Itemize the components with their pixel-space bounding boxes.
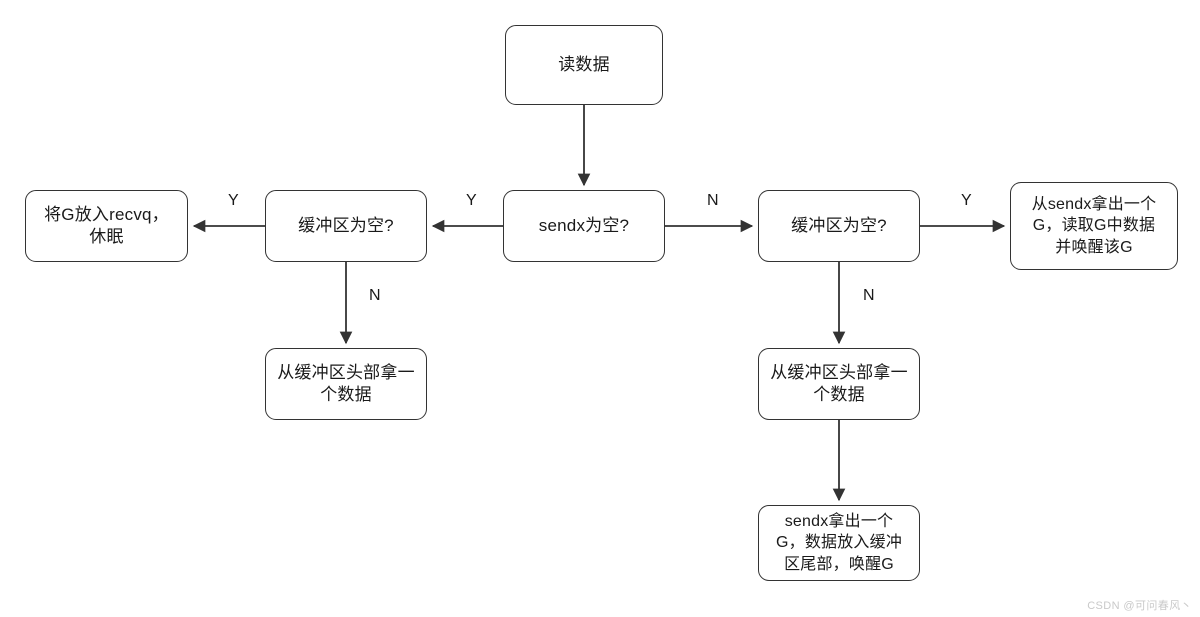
node-read-data[interactable]: 读数据 (505, 25, 663, 105)
node-take-g-from-sendx[interactable]: 从sendx拿出一个 G，读取G中数据 并唤醒该G (1010, 182, 1178, 270)
node-buffer-empty-right[interactable]: 缓冲区为空? (758, 190, 920, 262)
edge-label-buffer-left-yes: Y (228, 192, 239, 209)
node-put-g-into-recvq-sleep[interactable]: 将G放入recvq， 休眠 (25, 190, 188, 262)
edge-label-buffer-left-no: N (369, 287, 381, 304)
node-sendx-empty[interactable]: sendx为空? (503, 190, 665, 262)
watermark-text: CSDN @可问春风丶 (1087, 600, 1192, 612)
node-buffer-empty-left[interactable]: 缓冲区为空? (265, 190, 427, 262)
node-take-from-buffer-head-right[interactable]: 从缓冲区头部拿一 个数据 (758, 348, 920, 420)
edge-label-sendx-yes: Y (466, 192, 477, 209)
node-sendx-take-g-put-to-buffer-tail[interactable]: sendx拿出一个 G，数据放入缓冲 区尾部，唤醒G (758, 505, 920, 581)
edge-label-buffer-right-no: N (863, 287, 875, 304)
node-take-from-buffer-head-left[interactable]: 从缓冲区头部拿一 个数据 (265, 348, 427, 420)
edge-label-sendx-no: N (707, 192, 719, 209)
edge-label-buffer-right-yes: Y (961, 192, 972, 209)
